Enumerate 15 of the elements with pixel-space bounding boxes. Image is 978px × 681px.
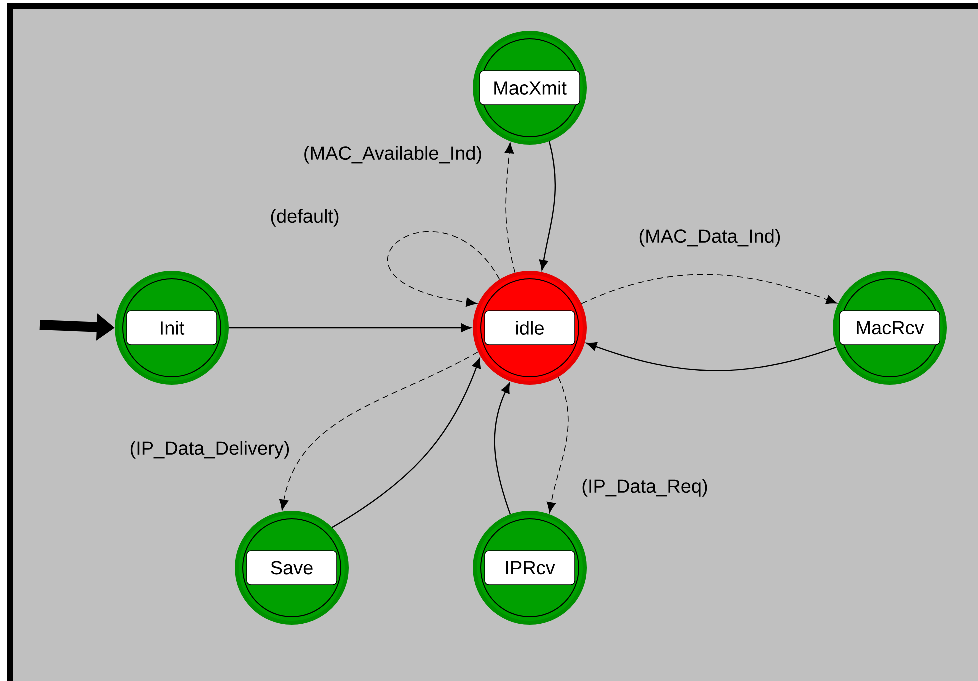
transition-arrow (504, 142, 516, 274)
edge-label: (MAC_Available_Ind) (301, 144, 485, 166)
edge-label: (MAC_Data_Ind) (636, 227, 784, 249)
transition-arrow (581, 274, 838, 304)
edge-label: (IP_Data_Delivery) (128, 439, 292, 461)
edge-label: (default) (268, 207, 342, 229)
transition-arrow (539, 141, 556, 271)
transition-arrow (546, 376, 569, 514)
transition-arrow (332, 358, 481, 528)
edge-label: (IP_Data_Req) (580, 477, 710, 499)
transition-arrow (280, 352, 479, 511)
transition-arrow (586, 342, 837, 372)
transition-arrow (229, 324, 472, 332)
transition-arrow (388, 231, 500, 307)
transition-arrow (494, 383, 512, 515)
